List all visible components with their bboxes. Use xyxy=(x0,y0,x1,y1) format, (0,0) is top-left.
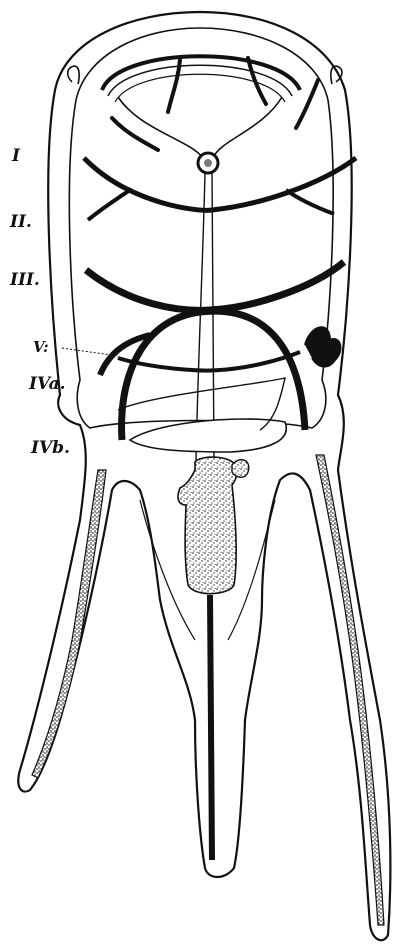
label-IVb: IVb. xyxy=(31,440,70,457)
label-V: V: xyxy=(33,340,49,355)
ganglion-core xyxy=(204,159,212,167)
label-IVa: IVa. xyxy=(29,376,66,393)
label-III: III. xyxy=(10,272,40,289)
stippled-organ-bud xyxy=(232,460,249,478)
label-I: I xyxy=(12,148,20,165)
label-II: II. xyxy=(10,214,32,231)
tail-canal xyxy=(210,595,212,860)
